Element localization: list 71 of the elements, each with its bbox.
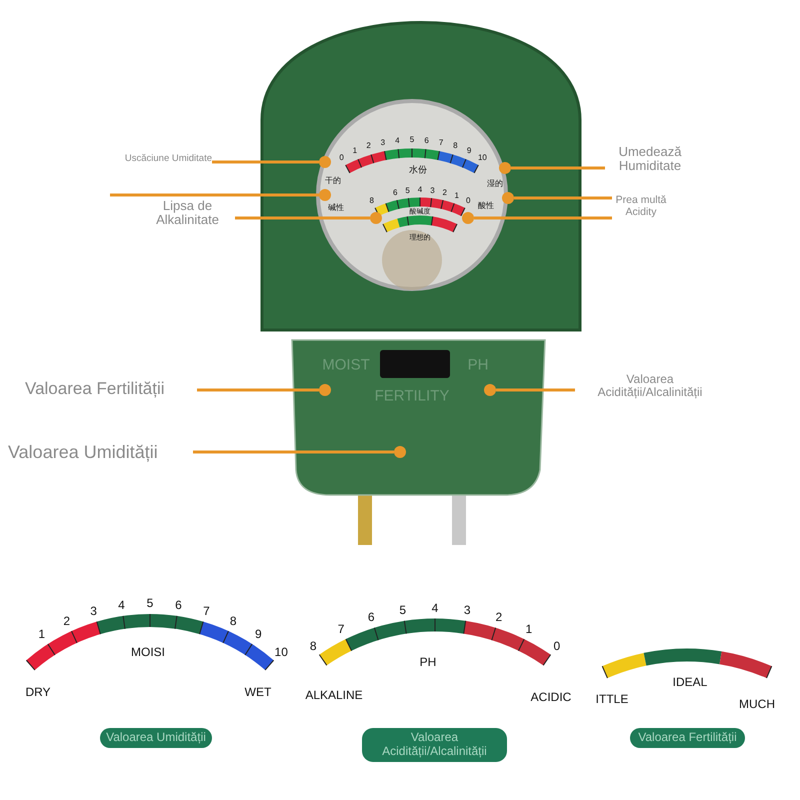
leader-line [514, 196, 612, 200]
scale-number: 5 [410, 136, 414, 144]
scale-label: PH [420, 656, 436, 668]
leader-line [474, 216, 612, 220]
scale-number: 3 [90, 604, 97, 617]
callout-text: Lipsa de Alkalinitate [140, 199, 235, 228]
scale-number: 1 [352, 147, 358, 156]
leader-line [496, 388, 575, 392]
scale-number: 4 [395, 136, 400, 145]
scale-label: ACIDIC [530, 691, 572, 703]
scale-number: 7 [438, 138, 444, 147]
scale-label: ITTLE [596, 693, 628, 705]
callout-text: Valoarea Umidității [8, 443, 193, 463]
scale-number: 9 [254, 628, 262, 640]
scale-number: 0 [339, 154, 344, 162]
scale-number: 0 [466, 197, 470, 206]
leader-line [511, 166, 605, 170]
scale-number: 6 [175, 598, 182, 611]
leader-line [193, 450, 394, 454]
scale-number: 6 [393, 188, 398, 197]
scale-number: 1 [38, 628, 45, 640]
leader-line [212, 160, 319, 164]
value-pill: Valoarea Acidității/Alcalinității [362, 728, 507, 762]
scale-number: 4 [432, 602, 438, 614]
dial-label: 湿的 [487, 180, 503, 188]
dial-label: 水份 [409, 166, 427, 174]
callout-text: Uscăciune Umiditate [100, 154, 212, 164]
scale-number: 3 [430, 186, 435, 195]
callout-text: Valoarea Acidității/Alcalinității [575, 373, 725, 400]
scale-number: 2 [63, 614, 70, 627]
scale-number: 1 [526, 623, 532, 636]
value-pill: Valoarea Umidității [100, 728, 212, 748]
scale-number: 8 [310, 640, 317, 652]
scale-number: 3 [380, 138, 386, 147]
callout-text: Valoarea Fertilității [25, 380, 197, 399]
scale-number: 2 [495, 611, 502, 624]
scale-number: 6 [368, 611, 375, 624]
scale-number: 0 [553, 640, 560, 652]
dial-label: 干的 [325, 177, 341, 185]
scale-label: WET [244, 686, 272, 698]
value-pill: Valoarea Fertilității [630, 728, 745, 748]
scale-number: 8 [230, 614, 237, 627]
scale-number: 10 [478, 154, 487, 162]
scale-number: 5 [405, 186, 410, 195]
scale-label: IDEAL [672, 676, 708, 688]
scale-number: 1 [454, 192, 459, 200]
scale-number: 7 [203, 604, 210, 617]
scale-number: 5 [146, 596, 154, 608]
scale-number: 2 [442, 188, 447, 197]
scale-number: 10 [274, 646, 288, 658]
scale-number: 7 [338, 623, 344, 636]
dial-label: 酸性 [478, 202, 494, 210]
callout-text: Umedează Humiditate [605, 145, 695, 174]
scale-label: MOISI [131, 646, 165, 658]
callout-text: Prea multă Acidity [612, 195, 670, 218]
scale-number: 5 [399, 604, 406, 616]
scale-number: 3 [464, 604, 471, 616]
scale-number: 6 [424, 136, 429, 145]
dial-label: 碱性 [328, 204, 344, 212]
scale-number: 8 [370, 197, 374, 206]
scale-number: 9 [466, 147, 472, 156]
leader-line [235, 216, 370, 220]
scale-label: DRY [25, 686, 51, 698]
scale-number: 8 [453, 142, 458, 150]
scale-label: MUCH [739, 698, 775, 710]
leader-line [197, 388, 319, 392]
scale-number: 2 [366, 142, 371, 150]
leader-line [110, 194, 319, 196]
scale-number: 4 [418, 186, 422, 194]
scale-label: ALKALINE [305, 689, 363, 701]
scale-number: 4 [118, 598, 125, 611]
